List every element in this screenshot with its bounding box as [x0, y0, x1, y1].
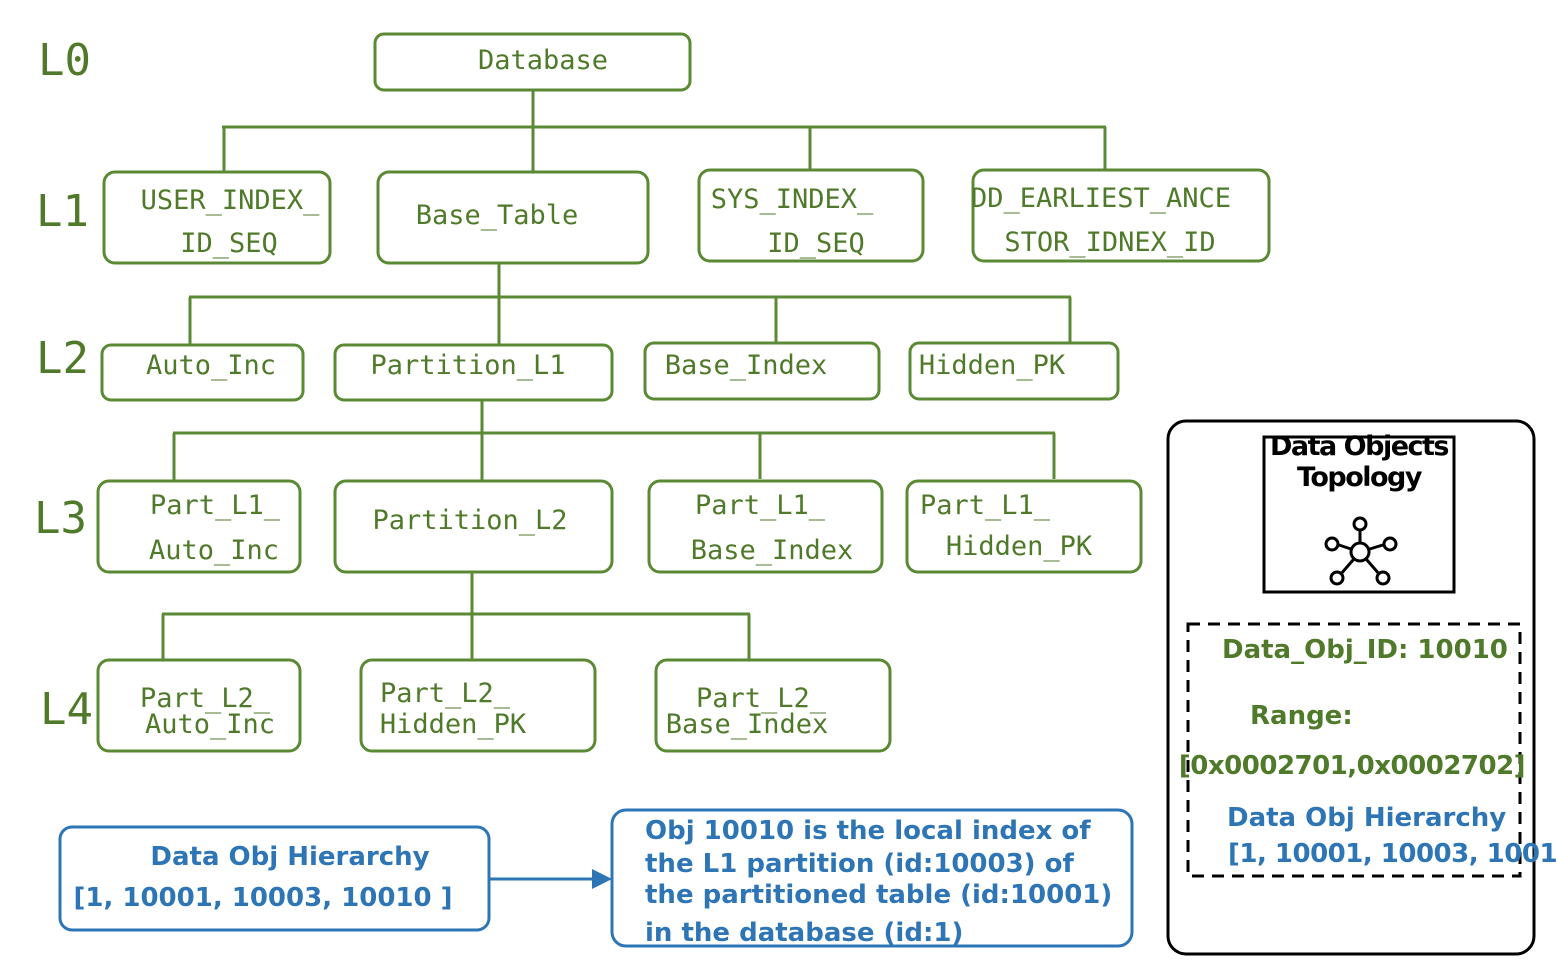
node-label: Partition_L1 [370, 350, 565, 381]
node-sys-index-id-seq: SYS_INDEX_ ID_SEQ [697, 168, 925, 263]
node-label-line1: Part_L2_ [380, 678, 511, 709]
node-label-line2: ID_SEQ [180, 228, 278, 259]
legend-range-label: Range: [1250, 701, 1353, 731]
node-label-line1: Part_L1_ [695, 490, 826, 521]
node-part-l2-hidden-pk: Part_L2_ Hidden_PK [359, 658, 597, 753]
legend-range-value: [0x0002701,0x0002702] [1179, 751, 1525, 781]
node-label-line2: Auto_Inc [145, 709, 275, 740]
node-user-index-id-seq: USER_INDEX_ ID_SEQ [102, 170, 332, 265]
hierarchy-box-title: Data Obj Hierarchy [150, 842, 429, 872]
arrow-connector [489, 869, 612, 889]
node-part-l2-base-index: Part_L2_ Base_Index [654, 658, 892, 753]
node-label-line1: Part_L2_ [696, 683, 827, 714]
level-label-l1: L1 [36, 186, 89, 237]
node-label-line2: STOR_IDNEX_ID [1004, 227, 1215, 258]
node-label-line1: SYS_INDEX_ [711, 184, 874, 215]
hierarchy-box: Data Obj Hierarchy [1, 10001, 10003, 100… [58, 825, 491, 932]
node-label: Hidden_PK [919, 350, 1066, 381]
node-database: Database [373, 32, 692, 92]
node-part-l1-hidden-pk: Part_L1_ Hidden_PK [905, 479, 1143, 574]
node-part-l1-auto-inc: Part_L1_ Auto_Inc [96, 479, 302, 574]
node-label-line2: Base_Index [666, 709, 829, 740]
level-labels: L0 L1 L2 L3 L4 [34, 35, 93, 735]
legend-hierarchy-value: [1, 10001, 10003, 10010 ] [1228, 839, 1556, 869]
node-base-index: Base_Index [643, 341, 881, 401]
legend-hierarchy-label: Data Obj Hierarchy [1227, 803, 1506, 833]
node-label: Auto_Inc [146, 350, 276, 381]
node-auto-inc: Auto_Inc [100, 343, 305, 402]
node-label-line2: Hidden_PK [380, 709, 527, 740]
level-label-l3: L3 [34, 493, 87, 544]
node-label: Base_Table [416, 200, 579, 231]
legend-title-line-1: Data Objects [1270, 431, 1448, 462]
node-label-line1: Part_L1_ [150, 490, 281, 521]
node-label: Base_Index [665, 350, 828, 381]
node-label-line1: Part_L2_ [140, 683, 271, 714]
node-dd-earliest-ancestor-index-id: DD_EARLIEST_ANCE STOR_IDNEX_ID [971, 168, 1271, 263]
node-part-l1-base-index: Part_L1_ Base_Index [647, 479, 884, 574]
explanation-line-4: in the database (id:1) [645, 918, 963, 948]
legend-obj-id: Data_Obj_ID: 10010 [1222, 635, 1508, 665]
node-label-line2: Hidden_PK [946, 531, 1093, 562]
level-label-l4: L4 [40, 684, 93, 735]
explanation-line-1: Obj 10010 is the local index of [645, 816, 1091, 846]
node-partition-l2: Partition_L2 [333, 479, 614, 574]
level-label-l0: L0 [38, 35, 91, 86]
hierarchy-box-value: [1, 10001, 10003, 10010 ] [73, 883, 452, 913]
node-partition-l1: Partition_L1 [333, 343, 614, 402]
node-label-line1: Part_L1_ [920, 490, 1051, 521]
network-topology-icon [1324, 516, 1398, 586]
legend-title-line-2: Topology [1297, 462, 1423, 493]
explanation-box: Obj 10010 is the local index of the L1 p… [610, 808, 1134, 948]
node-label-line2: ID_SEQ [767, 228, 865, 259]
node-label: Partition_L2 [372, 505, 567, 536]
legend-panel: Data Objects Topology Data_Obj_ID: 10010… [1166, 419, 1556, 956]
level-label-l2: L2 [36, 333, 89, 384]
node-label-line2: Auto_Inc [149, 535, 279, 566]
node-label-line1: USER_INDEX_ [141, 185, 321, 216]
explanation-line-3: the partitioned table (id:10001) [645, 880, 1112, 910]
node-label: Database [478, 45, 608, 76]
tree-connectors [161, 90, 1107, 660]
node-hidden-pk: Hidden_PK [908, 341, 1120, 401]
node-part-l2-auto-inc: Part_L2_ Auto_Inc [96, 658, 302, 753]
node-base-table: Base_Table [376, 170, 650, 265]
node-label-line2: Base_Index [691, 535, 854, 566]
explanation-line-2: the L1 partition (id:10003) of [645, 849, 1074, 879]
node-label-line1: DD_EARLIEST_ANCE [971, 183, 1231, 214]
